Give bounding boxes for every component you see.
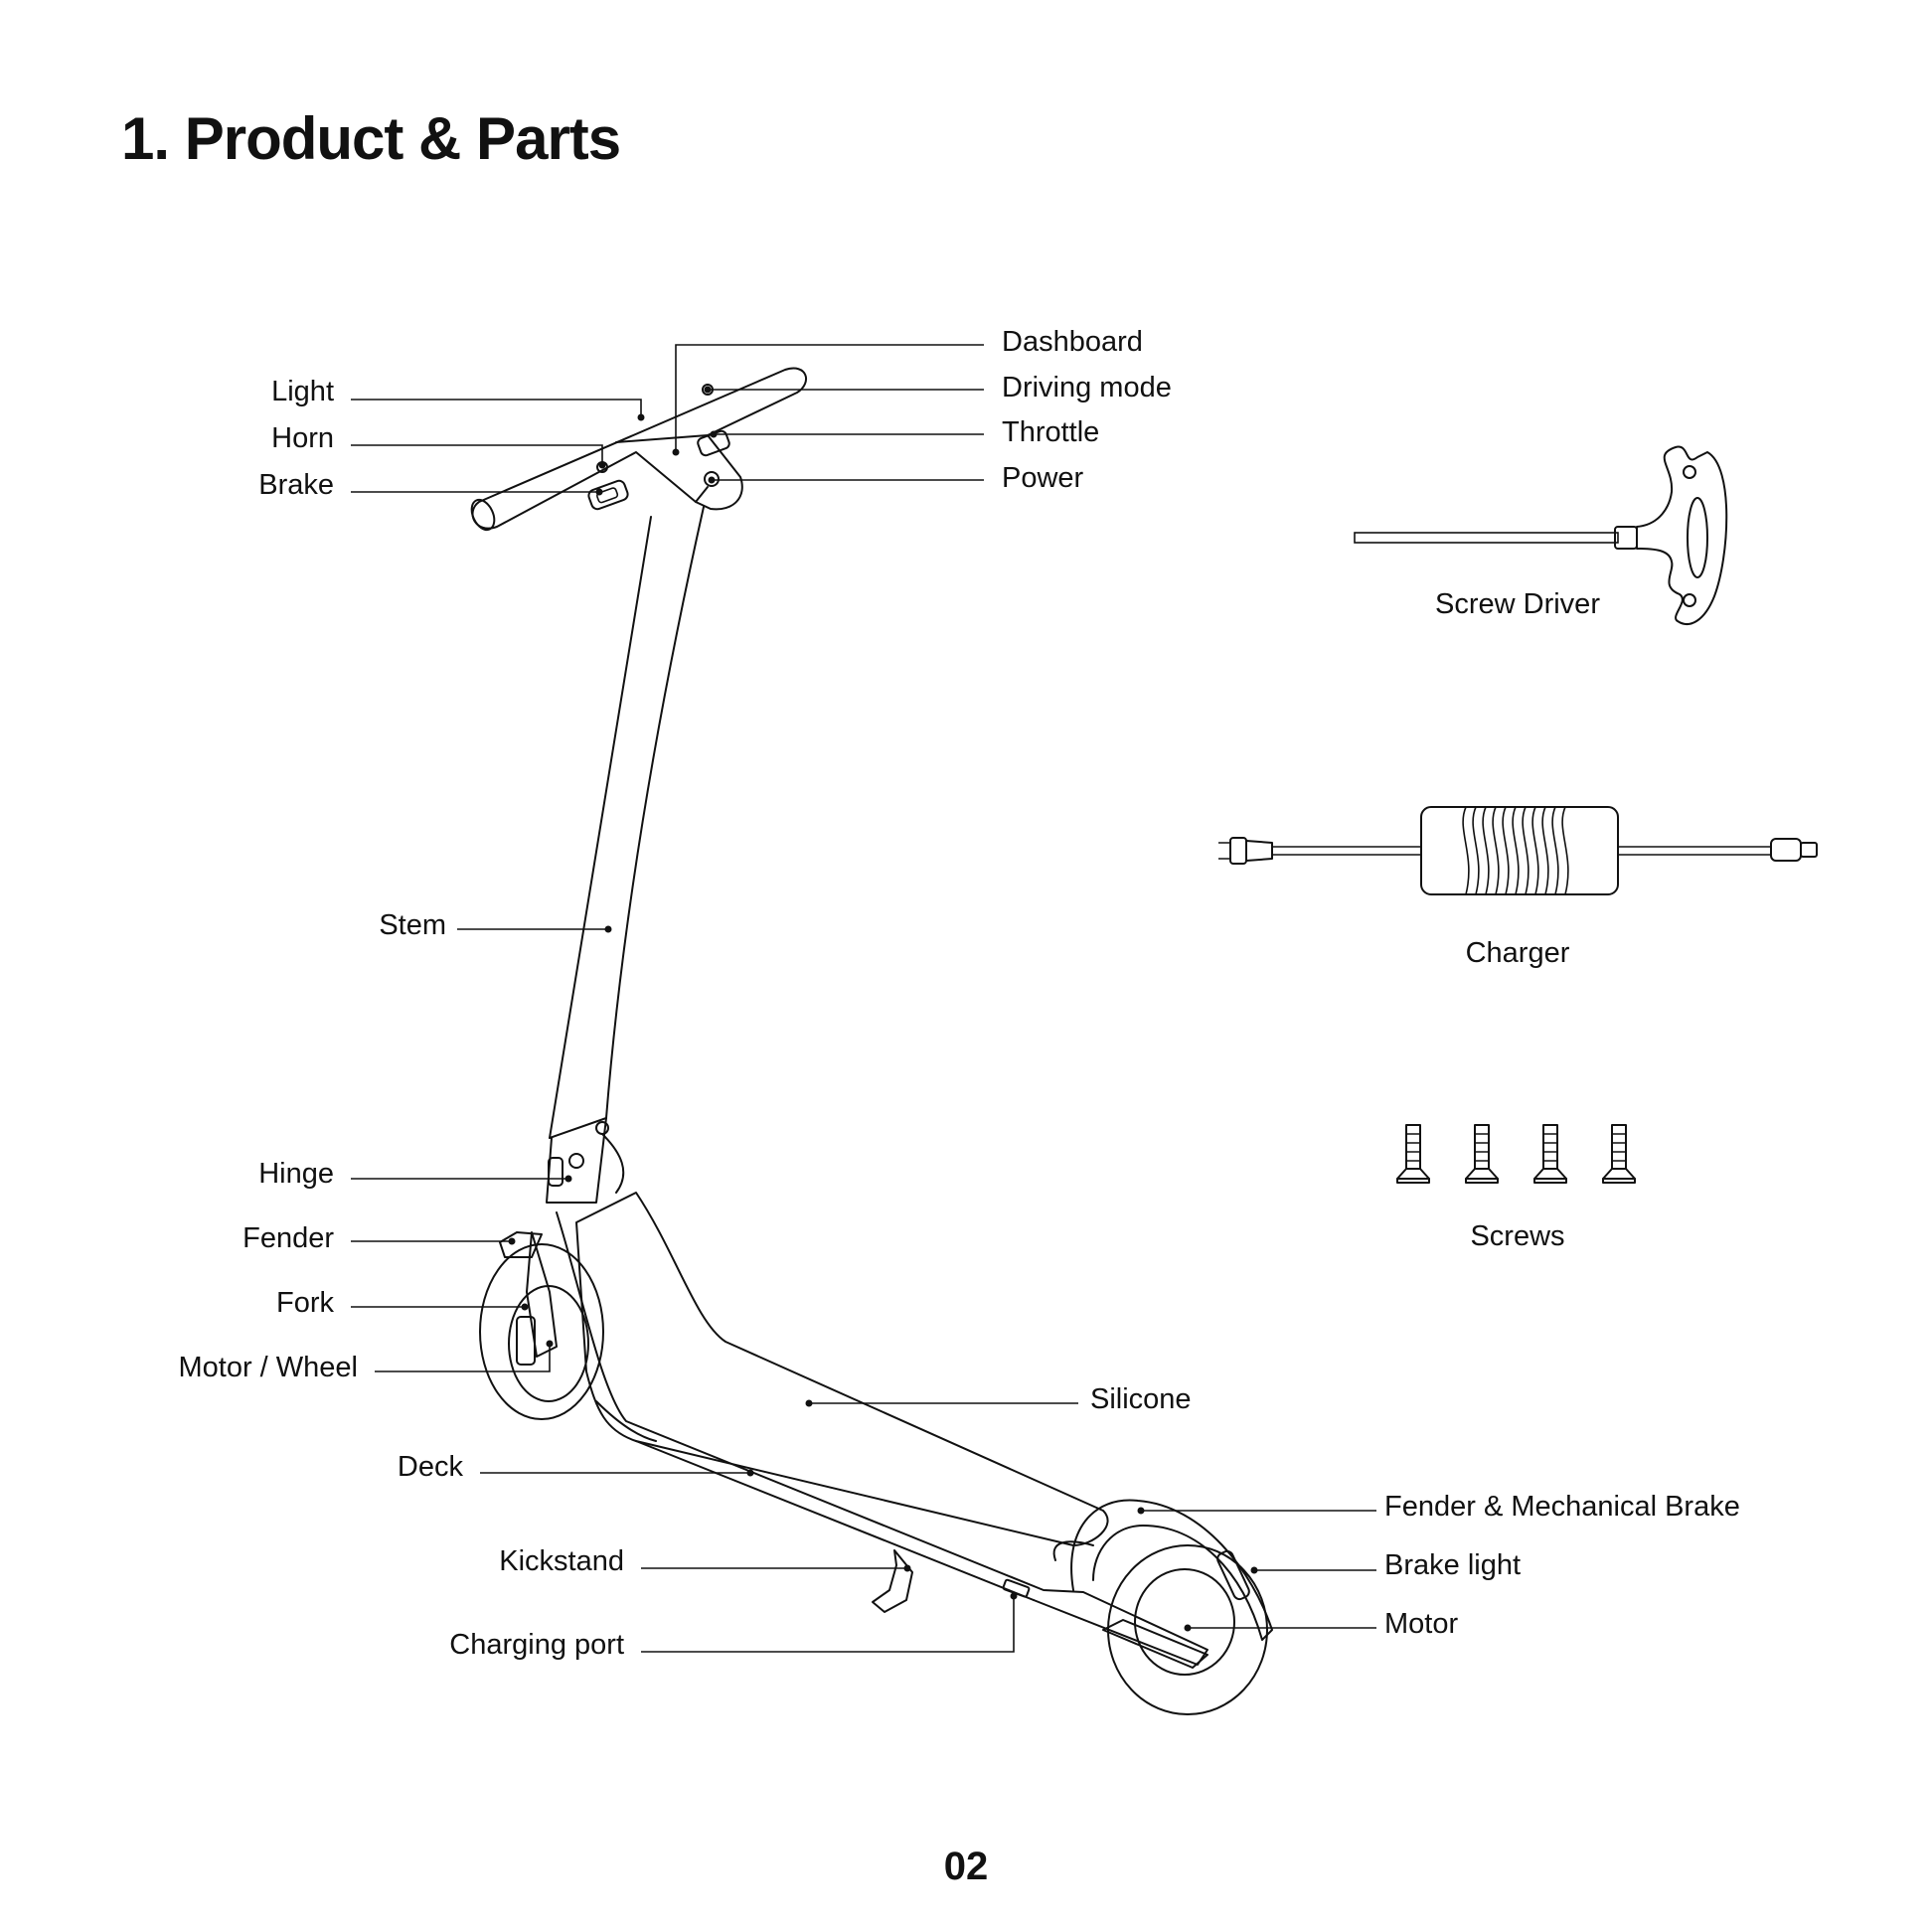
hinge	[546, 1117, 625, 1204]
label-dashboard: Dashboard	[1002, 326, 1143, 358]
front-wheel	[479, 1243, 604, 1420]
front-fork	[499, 1231, 558, 1366]
label-light: Light	[271, 376, 334, 407]
screw-icon	[1533, 1124, 1567, 1184]
charger-icon	[1218, 806, 1818, 895]
rear-wheel	[1107, 1544, 1268, 1715]
screw-icon	[1465, 1124, 1499, 1184]
screws-group	[1396, 1124, 1636, 1184]
label-power: Power	[1002, 462, 1084, 494]
label-fender-mechanical-brake: Fender & Mechanical Brake	[1384, 1491, 1740, 1523]
kickstand	[872, 1549, 913, 1613]
deck	[556, 1192, 1208, 1669]
screw-driver-icon	[1354, 445, 1728, 625]
label-motor: Motor	[1384, 1608, 1458, 1640]
label-charging-port: Charging port	[449, 1629, 624, 1661]
charger-coils	[1462, 806, 1569, 895]
label-throttle: Throttle	[1002, 416, 1099, 448]
screw-icon	[1602, 1124, 1636, 1184]
rear-fender	[1052, 1499, 1273, 1641]
screw-icon	[1396, 1124, 1430, 1184]
label-charger: Charger	[1466, 937, 1570, 969]
label-silicone: Silicone	[1090, 1383, 1192, 1415]
scooter-illustration	[470, 367, 1273, 1715]
label-driving-mode: Driving mode	[1002, 372, 1172, 403]
label-brake: Brake	[258, 469, 334, 501]
label-motor-wheel: Motor / Wheel	[179, 1352, 359, 1383]
handlebar	[470, 367, 808, 532]
label-hinge: Hinge	[258, 1158, 334, 1190]
leader-lines	[351, 344, 1376, 1653]
label-fork: Fork	[276, 1287, 335, 1319]
label-kickstand: Kickstand	[499, 1545, 624, 1577]
page-title: 1. Product & Parts	[121, 105, 621, 172]
brake-lever	[587, 479, 629, 511]
page-number: 02	[943, 1845, 989, 1888]
label-fender: Fender	[242, 1222, 334, 1254]
label-brake-light: Brake light	[1384, 1549, 1521, 1581]
label-screw-driver: Screw Driver	[1435, 588, 1600, 620]
label-horn: Horn	[271, 422, 334, 454]
label-stem: Stem	[379, 909, 446, 941]
label-screws: Screws	[1470, 1220, 1564, 1252]
leader-dots	[508, 386, 1258, 1632]
stem	[549, 506, 705, 1139]
label-deck: Deck	[398, 1451, 464, 1483]
part-labels: Dashboard Driving mode Throttle Power Li…	[179, 326, 1740, 1661]
